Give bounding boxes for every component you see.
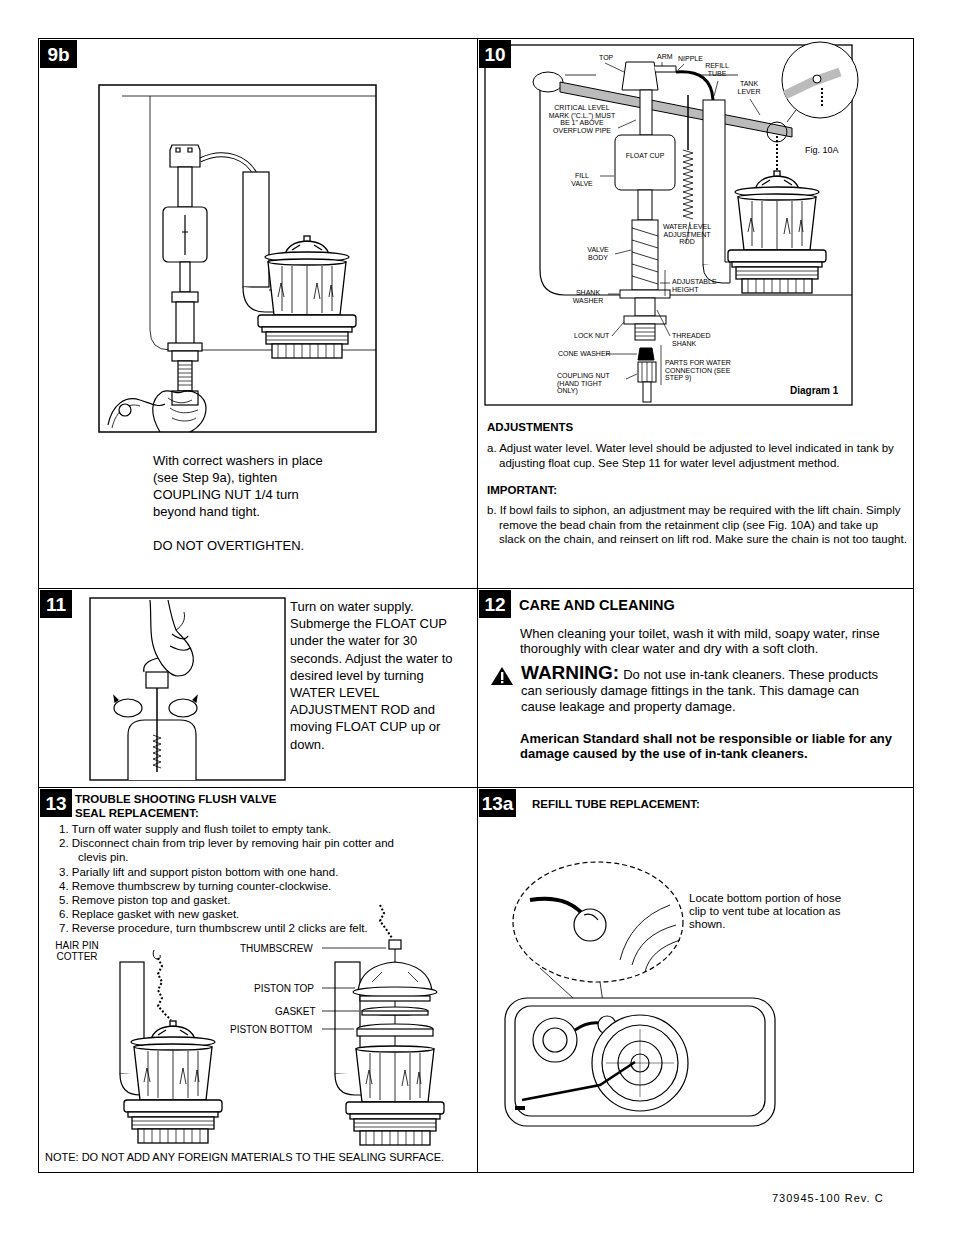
instruction-text: When cleaning your toilet, wash it with … — [520, 626, 898, 656]
instruction-text: 1. Turn off water supply and flush toile… — [59, 822, 411, 836]
instruction-text: With correct washers in place (see Step … — [153, 452, 325, 520]
part-label: REFILL TUBE — [700, 62, 734, 77]
step-number-badge: 13 — [40, 789, 72, 817]
instruction-panel: REFILL TUBE REPLACEMENT: Locate bottom po… — [477, 787, 914, 1173]
instruction-text: ADJUSTMENTS — [487, 420, 687, 434]
part-label: TANK LEVER — [732, 80, 766, 95]
instruction-panel: ADJUSTMENTS a. Adjust water level. Water … — [477, 38, 914, 589]
part-label: CRITICAL LEVEL MARK ("C.L.") MUST BE 1" … — [548, 104, 616, 135]
step-number-badge: 12 — [479, 590, 511, 618]
part-label: WATER LEVEL ADJUSTMENT ROD — [660, 223, 714, 246]
step-number: 13 — [45, 794, 66, 813]
part-label: PISTON BOTTOM — [230, 1024, 312, 1035]
instruction-text: DO NOT OVERTIGHTEN. — [153, 537, 353, 554]
text-group: WARNING:Do not use in-tank cleaners. The… — [521, 665, 893, 714]
part-label: LOCK NUT — [574, 332, 609, 340]
instruction-text: IMPORTANT: — [487, 483, 687, 497]
part-label: SHANK WASHER — [568, 289, 608, 304]
part-label: NIPPLE — [678, 55, 703, 63]
instruction-text: a. Adjust water level. Water level shoul… — [487, 441, 907, 470]
instruction-text: 7. Reverse procedure, turn thumbscrew un… — [59, 921, 411, 935]
instruction-text: Turn on water supply. Submerge the FLOAT… — [290, 598, 458, 753]
part-label: HAIR PIN COTTER — [52, 940, 102, 962]
instruction-panel: CARE AND CLEANING When cleaning your toil… — [477, 588, 914, 788]
step-number-badge: 13a — [479, 789, 516, 817]
part-label: THUMBSCREW — [240, 943, 313, 954]
instruction-text: NOTE: DO NOT ADD ANY FOREIGN MATERIALS T… — [45, 1151, 473, 1164]
instruction-text: WARNING: — [521, 662, 619, 683]
part-label: Diagram 1 — [790, 385, 838, 396]
instruction-text: 5. Remove piston top and gasket. — [59, 893, 411, 907]
instruction-text: REFILL TUBE REPLACEMENT: — [532, 797, 782, 811]
part-label: ARM — [657, 53, 673, 61]
instruction-panel: With correct washers in place (see Step … — [38, 38, 478, 589]
part-label: CONE WASHER — [558, 350, 611, 358]
part-label: COUPLING NUT (HAND TIGHT ONLY) — [557, 372, 623, 395]
step-number: 13a — [482, 794, 514, 813]
text-group: 1. Turn off water supply and flush toile… — [59, 822, 411, 936]
instruction-panel: Turn on water supply. Submerge the FLOAT… — [38, 588, 478, 788]
warning-icon — [491, 667, 513, 685]
part-label: FILL VALVE — [566, 172, 598, 187]
part-label: FLOAT CUP — [625, 152, 665, 160]
part-label: VALVE BODY — [581, 246, 615, 261]
instruction-text: 2. Disconnect chain from trip lever by r… — [59, 836, 411, 864]
step-number-badge: 9b — [40, 40, 77, 68]
part-label: THREADED SHANK — [672, 332, 716, 347]
part-label: TOP — [599, 54, 613, 62]
instruction-text: TROUBLE SHOOTING FLUSH VALVE SEAL REPLAC… — [75, 792, 297, 820]
step-number: 10 — [484, 45, 505, 64]
step-number-badge: 10 — [479, 40, 511, 68]
instruction-text: Locate bottom portion of hose clip to ve… — [689, 892, 844, 931]
instruction-panel: TROUBLE SHOOTING FLUSH VALVE SEAL REPLAC… — [38, 787, 478, 1173]
part-label: Fig. 10A — [805, 146, 839, 156]
part-label: ADJUSTABLE HEIGHT — [672, 278, 722, 293]
instruction-text: CARE AND CLEANING — [519, 597, 899, 614]
instruction-text: b. If bowl fails to siphon, an adjustmen… — [487, 503, 907, 547]
part-label: GASKET — [275, 1006, 316, 1017]
instruction-text: 6. Replace gasket with new gasket. — [59, 907, 411, 921]
instruction-text: 4. Remove thumbscrew by turning counter-… — [59, 879, 411, 893]
part-label: PARTS FOR WATER CONNECTION (SEE STEP 9) — [665, 359, 737, 382]
step-number: 12 — [484, 595, 505, 614]
instruction-text: 3. Parially lift and support piston bott… — [59, 865, 411, 879]
document-number: 730945-100 Rev. C — [772, 1192, 884, 1204]
step-number: 11 — [46, 595, 66, 614]
instruction-text: American Standard shall not be responsib… — [520, 731, 895, 761]
part-label: PISTON TOP — [254, 983, 314, 994]
step-number-badge: 11 — [40, 590, 72, 618]
step-number: 9b — [47, 45, 69, 64]
